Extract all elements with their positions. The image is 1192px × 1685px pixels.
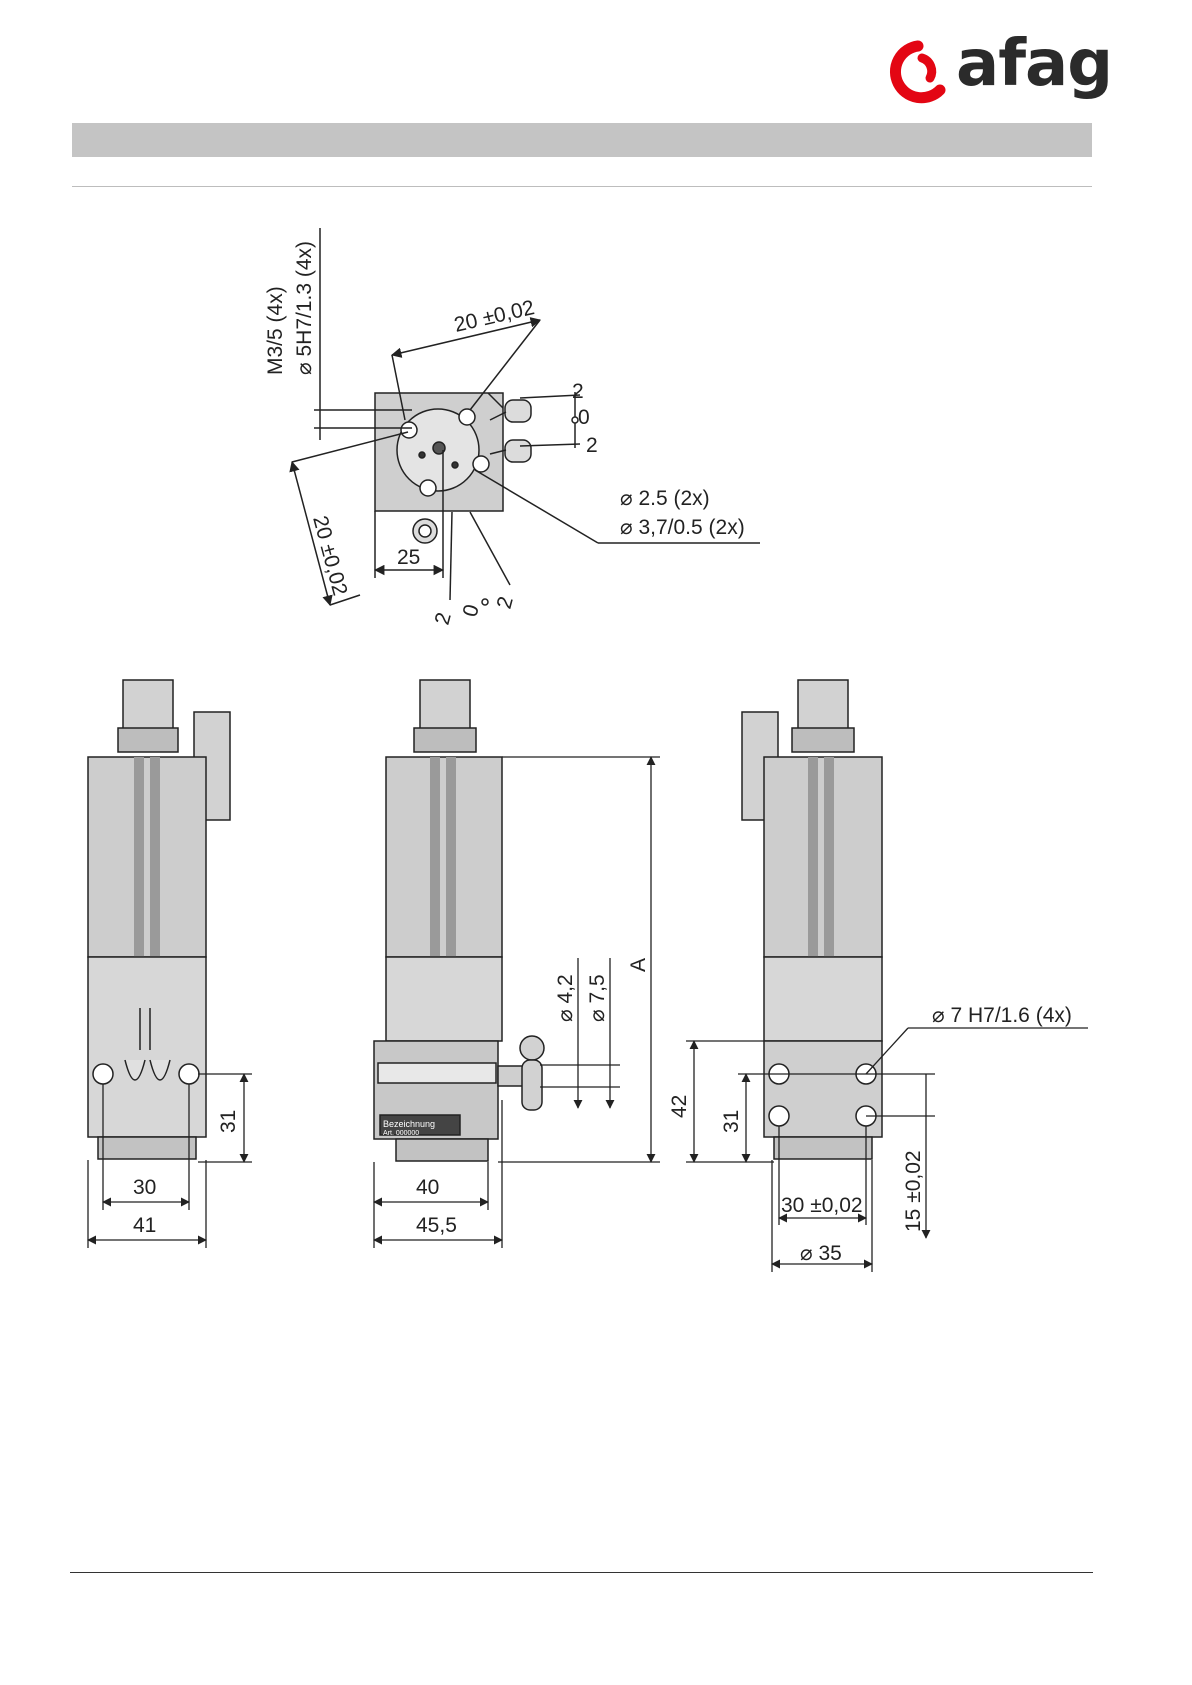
drive-housing — [88, 957, 206, 1137]
hole-label-2: ⌀ 3,7/0.5 (2x) — [620, 516, 745, 539]
pin-right-a: 2 — [572, 380, 584, 403]
pneumatic-fitting — [505, 440, 531, 462]
left-view — [88, 680, 230, 1159]
connector — [798, 680, 848, 730]
pneumatic-fitting — [505, 400, 531, 422]
drive-housing — [764, 957, 882, 1041]
connector — [123, 680, 173, 730]
dim-20-left: 20 ±0,02 — [308, 513, 351, 598]
hole-label-1: ⌀ 2.5 (2x) — [620, 487, 710, 510]
dim-d35: ⌀ 35 — [800, 1242, 842, 1265]
dim-40: 40 — [416, 1176, 439, 1199]
motor-housing — [386, 757, 502, 957]
dim-41: 41 — [133, 1214, 156, 1237]
dim-d75: ⌀ 7,5 — [586, 974, 609, 1022]
right-view-dims — [686, 1028, 1088, 1272]
dim-31-left: 31 — [217, 1110, 240, 1133]
hole-label-right: ⌀ 7 H7/1.6 (4x) — [932, 1004, 1072, 1027]
dim-30-left: 30 — [133, 1176, 156, 1199]
bore-label: ⌀ 5H7/1.3 (4x) — [293, 241, 316, 375]
dim-d42: ⌀ 4,2 — [554, 974, 577, 1022]
mount-hole — [769, 1106, 789, 1126]
dim-455: 45,5 — [416, 1214, 457, 1237]
dim-15: 15 ±0,02 — [902, 1150, 925, 1232]
mount-hole — [401, 422, 417, 438]
mount-hole — [420, 480, 436, 496]
motor-housing — [764, 757, 882, 957]
dim-25: 25 — [397, 546, 420, 569]
motor-housing — [88, 757, 206, 957]
pin-bottom-b: 0 — [459, 602, 484, 619]
pin-right-c: 2 — [586, 434, 598, 457]
pin-right-b: 0 — [578, 406, 590, 429]
dim-30-right: 30 ±0,02 — [781, 1194, 863, 1217]
pin-bottom-a: 2 — [431, 610, 456, 627]
plate-label-1: Bezeichnung — [383, 1119, 435, 1129]
pin-bottom-c: 2 — [493, 594, 518, 611]
drive-housing — [386, 957, 502, 1041]
dim-31-right: 31 — [720, 1110, 743, 1133]
output-flange — [396, 1139, 488, 1161]
thread-label: M3/5 (4x) — [264, 286, 287, 375]
middle-view — [374, 680, 544, 1161]
right-view — [742, 680, 882, 1159]
connector — [420, 680, 470, 730]
top-view-labels: M3/5 (4x) ⌀ 5H7/1.3 (4x) 20 ±0,02 20 ±0,… — [264, 241, 745, 627]
dim-A: A — [627, 958, 650, 972]
pneumatic-fitting — [520, 1036, 544, 1060]
top-view — [292, 228, 760, 605]
plate-label-2: Art. 000000 — [383, 1130, 419, 1137]
mount-hole — [459, 409, 475, 425]
footer-divider — [70, 1572, 1093, 1573]
output-flange — [774, 1137, 872, 1159]
output-flange — [98, 1137, 196, 1159]
dim-42: 42 — [668, 1095, 691, 1118]
